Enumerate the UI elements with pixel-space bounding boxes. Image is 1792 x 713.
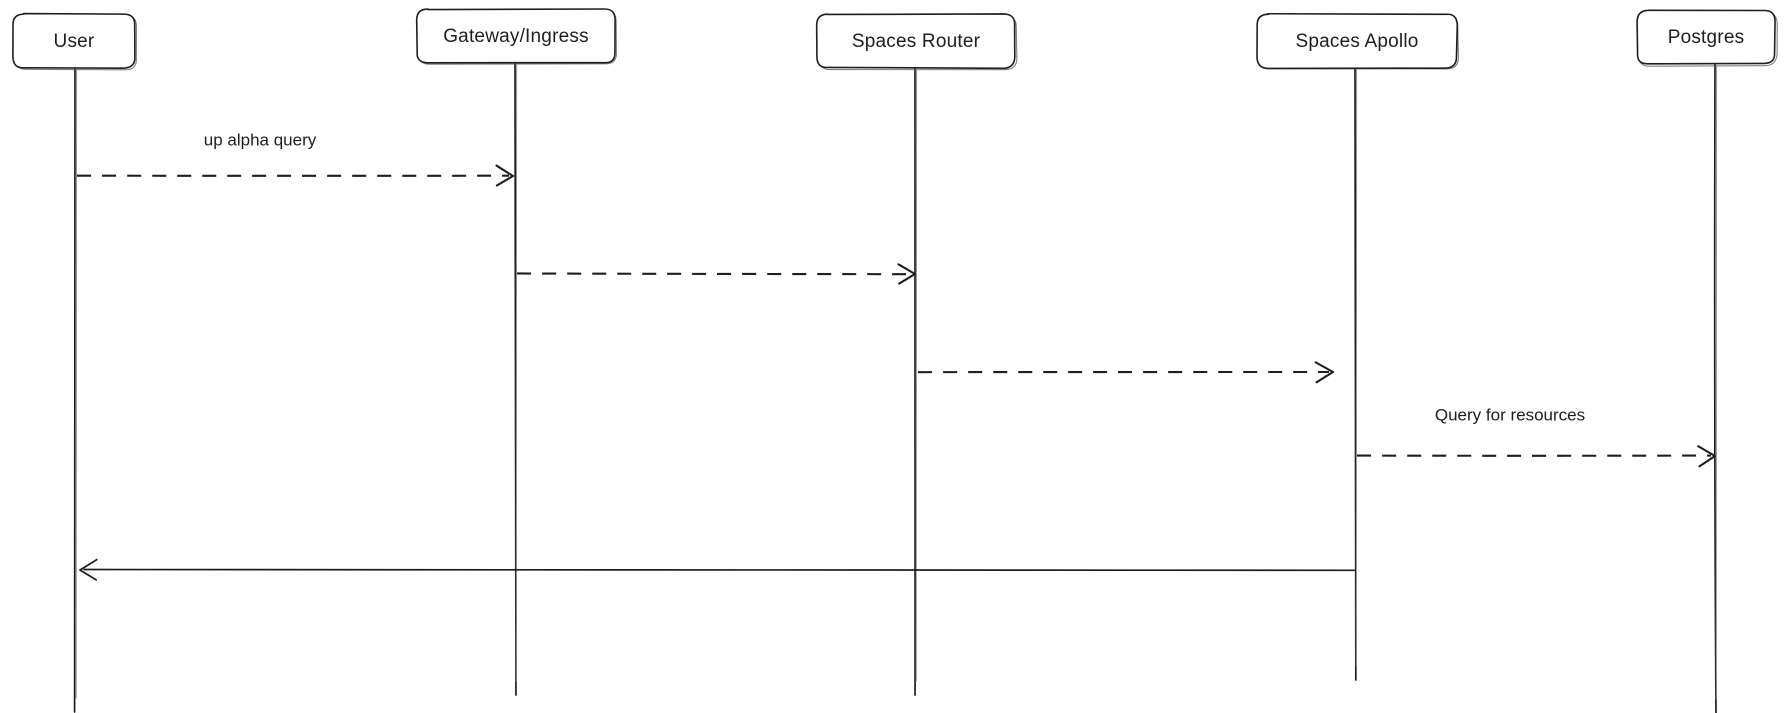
- actor-user[interactable]: User: [12, 12, 137, 71]
- actor-label-gateway: Gateway/Ingress: [443, 26, 589, 47]
- lifeline-group-gateway: [514, 62, 518, 696]
- actor-spaces-router[interactable]: Spaces Router: [815, 13, 1018, 71]
- actor-label-postgres: Postgres: [1668, 27, 1745, 48]
- actor-postgres[interactable]: Postgres: [1636, 9, 1778, 67]
- arrow-head: [495, 164, 515, 187]
- lifeline-ghost-spaces-router: [915, 69, 918, 682]
- actor-gateway[interactable]: Gateway/Ingress: [415, 8, 617, 65]
- message-msg-2[interactable]: [516, 263, 917, 285]
- message-msg-5[interactable]: [79, 558, 1356, 581]
- lifelines-layer: [73, 62, 1718, 713]
- lifeline-gateway: [514, 62, 517, 696]
- message-msg-4[interactable]: Query for resources: [1356, 405, 1717, 468]
- lifeline-group-spaces-apollo: [1354, 67, 1358, 681]
- arrow-head: [1314, 361, 1335, 384]
- message-label-msg-1: up alpha query: [204, 130, 317, 149]
- actor-box-user: [12, 12, 136, 69]
- message-msg-1[interactable]: up alpha query: [76, 130, 515, 187]
- arrow-head: [1697, 445, 1717, 468]
- message-label-msg-4: Query for resources: [1435, 405, 1585, 424]
- lifeline-spaces-apollo: [1354, 67, 1357, 681]
- lifeline-group-user: [73, 67, 78, 713]
- message-line-msg-5: [83, 568, 1356, 572]
- actor-label-user: User: [54, 31, 95, 52]
- arrow-head: [79, 558, 98, 581]
- lifeline-ghost-postgres: [1715, 65, 1718, 700]
- message-line-msg-2: [516, 272, 912, 276]
- actors-layer: User Gateway/Ingress Spaces Router Spaces A…: [12, 8, 1778, 71]
- lifeline-ghost-user: [75, 69, 78, 699]
- actor-label-spaces-apollo: Spaces Apollo: [1295, 31, 1418, 52]
- lifeline-group-postgres: [1713, 63, 1718, 713]
- arrow-head: [897, 263, 917, 285]
- lifeline-ghost-gateway: [515, 64, 518, 682]
- actor-box-spaces-router: [815, 13, 1016, 70]
- lifeline-ghost-spaces-apollo: [1355, 69, 1358, 667]
- lifeline-postgres: [1713, 63, 1717, 713]
- actor-spaces-apollo[interactable]: Spaces Apollo: [1256, 12, 1459, 70]
- actor-box-gateway: [415, 8, 616, 64]
- message-msg-3[interactable]: [917, 361, 1335, 384]
- actor-label-spaces-router: Spaces Router: [852, 31, 981, 52]
- lifeline-group-spaces-router: [914, 67, 918, 696]
- actor-box-postgres: [1636, 9, 1776, 65]
- actor-box-spaces-apollo: [1256, 12, 1459, 70]
